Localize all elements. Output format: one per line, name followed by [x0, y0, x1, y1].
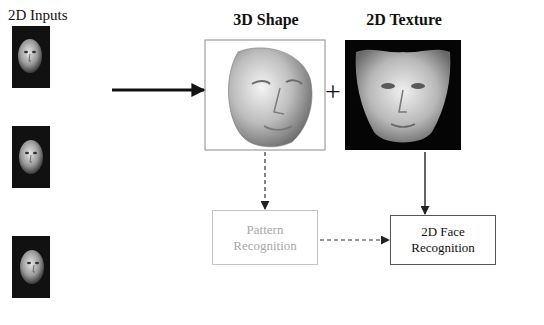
panel-heading: 2D Texture [349, 10, 459, 29]
texture-panel: 2D Texture [345, 8, 463, 150]
arrow-connector [264, 152, 265, 209]
input-photo [12, 26, 50, 88]
plus-sign: + [325, 76, 341, 108]
input-photo [12, 236, 50, 298]
shape-render [205, 40, 325, 150]
texture-map [345, 40, 461, 150]
process-box: 2D Face Recognition [390, 215, 496, 265]
arrow-connector [320, 239, 389, 240]
box-label: 2D Face Recognition [395, 224, 491, 255]
input-photo [12, 126, 50, 188]
box-label: Pattern Recognition [217, 222, 313, 253]
panel-heading: 3D Shape [209, 10, 323, 29]
shape-panel: 3D Shape [205, 8, 327, 150]
process-box: Pattern Recognition [212, 210, 318, 265]
panel-heading: 2D Inputs [8, 6, 106, 24]
input-group: 2D Inputs [4, 4, 110, 320]
arrow-connector [424, 152, 425, 214]
arrow-connector [112, 89, 204, 92]
